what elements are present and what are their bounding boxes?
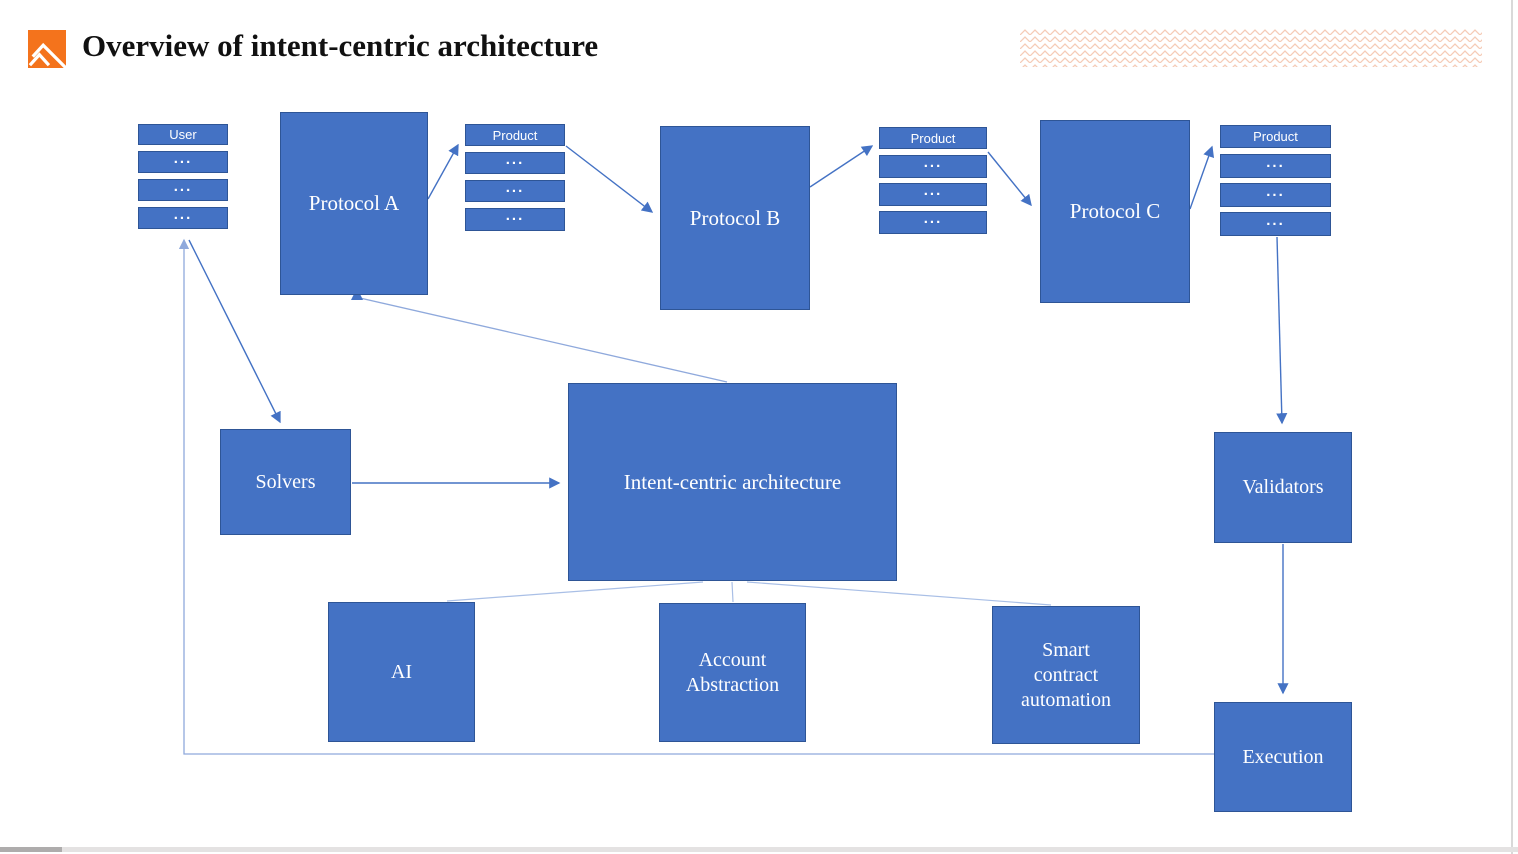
user-stack-header: User [138, 124, 228, 145]
arrow-protocol-a-to-product1 [427, 143, 459, 200]
product-stack-row: ... [879, 210, 987, 234]
user-stack-row: ... [138, 178, 228, 201]
product-stack-header: Product [1220, 125, 1331, 148]
product-stack-row: ... [879, 182, 987, 206]
product-stack-row: ... [879, 154, 987, 178]
product-stack-row: ... [465, 207, 565, 231]
node-intent-centric-architecture: Intent-centric architecture [568, 383, 897, 581]
arrow-product1-to-protocol-b [565, 145, 654, 213]
node-ai: AI [328, 602, 475, 742]
arrow-user-to-solvers [188, 239, 281, 424]
node-validators: Validators [1214, 432, 1352, 543]
node-execution: Execution [1214, 702, 1352, 812]
node-protocol-c: Protocol C [1040, 120, 1190, 303]
product-stack-row: ... [465, 179, 565, 202]
user-stack-row: ... [138, 150, 228, 173]
node-protocol-b: Protocol B [660, 126, 810, 310]
mountain-logo-icon [28, 30, 70, 72]
product-stack-1: Product ... ... ... [465, 124, 565, 231]
product-stack-row: ... [1220, 183, 1331, 207]
node-smart-contract-automation: Smart contract automation [992, 606, 1140, 744]
product-stack-header: Product [879, 127, 987, 149]
node-account-abstraction: Account Abstraction [659, 603, 806, 742]
horizontal-scrollbar[interactable] [0, 847, 1518, 852]
user-stack: User ... ... ... [138, 124, 228, 229]
product-stack-2: Product ... ... ... [879, 127, 987, 234]
product-stack-row: ... [1220, 154, 1331, 178]
node-solvers: Solvers [220, 429, 351, 535]
line-intent-to-account-abstraction [731, 581, 734, 603]
product-stack-row: ... [1220, 212, 1331, 236]
product-stack-row: ... [465, 151, 565, 174]
arrow-product3-to-validators [1276, 236, 1288, 425]
product-stack-3: Product ... ... ... [1220, 125, 1331, 236]
product-stack-header: Product [465, 124, 565, 146]
arrow-protocol-c-to-product3 [1189, 145, 1215, 210]
line-intent-to-smart-contract [746, 581, 1052, 606]
arrow-protocol-b-to-product2 [809, 145, 874, 188]
line-intent-to-ai [446, 581, 704, 602]
herringbone-pattern-decoration [1020, 28, 1482, 67]
arrow-product2-to-protocol-c [987, 151, 1032, 207]
slide-right-border [1511, 0, 1513, 854]
page-title: Overview of intent-centric architecture [82, 28, 599, 63]
horizontal-scrollbar-thumb[interactable] [0, 847, 62, 852]
node-protocol-a: Protocol A [280, 112, 428, 295]
arrow-intent-to-protocol-a [359, 297, 728, 383]
user-stack-row: ... [138, 206, 228, 229]
